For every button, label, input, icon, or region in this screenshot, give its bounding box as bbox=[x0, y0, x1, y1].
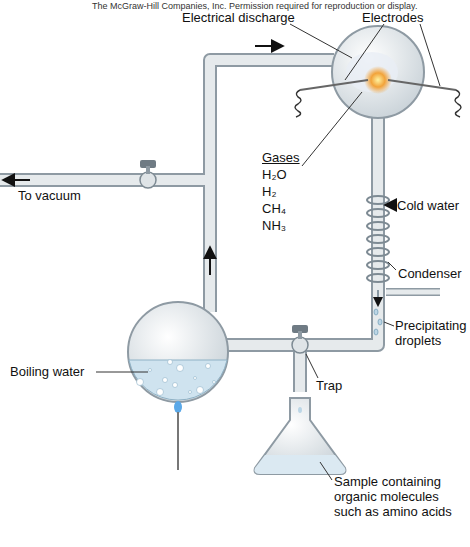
bubble bbox=[177, 365, 184, 372]
trap-label: Trap bbox=[316, 378, 342, 393]
bubble bbox=[163, 378, 168, 383]
droplets-label: Precipitating droplets bbox=[395, 318, 467, 348]
bubble bbox=[157, 389, 164, 396]
bubble bbox=[168, 360, 173, 365]
coil-winding bbox=[367, 248, 389, 256]
coil-winding bbox=[367, 222, 389, 230]
sample-label: Sample containing organic molecules such… bbox=[334, 474, 462, 519]
gases-heading: Gases bbox=[262, 150, 300, 165]
discharge-label: Electrical discharge bbox=[182, 10, 295, 25]
coil-winding bbox=[367, 209, 389, 217]
coil-winding bbox=[367, 274, 389, 282]
gas-formula: H₂O bbox=[262, 167, 287, 182]
coolant-label: Cold water bbox=[397, 198, 459, 213]
coil-winding bbox=[367, 196, 389, 204]
gas-formula: NH₃ bbox=[262, 218, 286, 233]
coil-winding bbox=[367, 261, 389, 269]
gas-formula: CH₄ bbox=[262, 201, 286, 216]
bubble bbox=[194, 377, 197, 380]
boiling-water-label: Boiling water bbox=[10, 364, 84, 379]
vacuum-label: To vacuum bbox=[18, 188, 81, 203]
bubble bbox=[137, 379, 144, 386]
coil-winding bbox=[367, 235, 389, 243]
bubble bbox=[189, 391, 192, 394]
gas-formula: H₂ bbox=[262, 184, 276, 199]
electrodes-label: Electrodes bbox=[362, 10, 423, 25]
bubble bbox=[213, 381, 216, 384]
condenser-label: Condenser bbox=[398, 266, 462, 281]
bubble bbox=[197, 387, 204, 394]
bubble bbox=[149, 369, 152, 372]
bubble bbox=[206, 364, 211, 369]
bubble bbox=[173, 383, 178, 388]
